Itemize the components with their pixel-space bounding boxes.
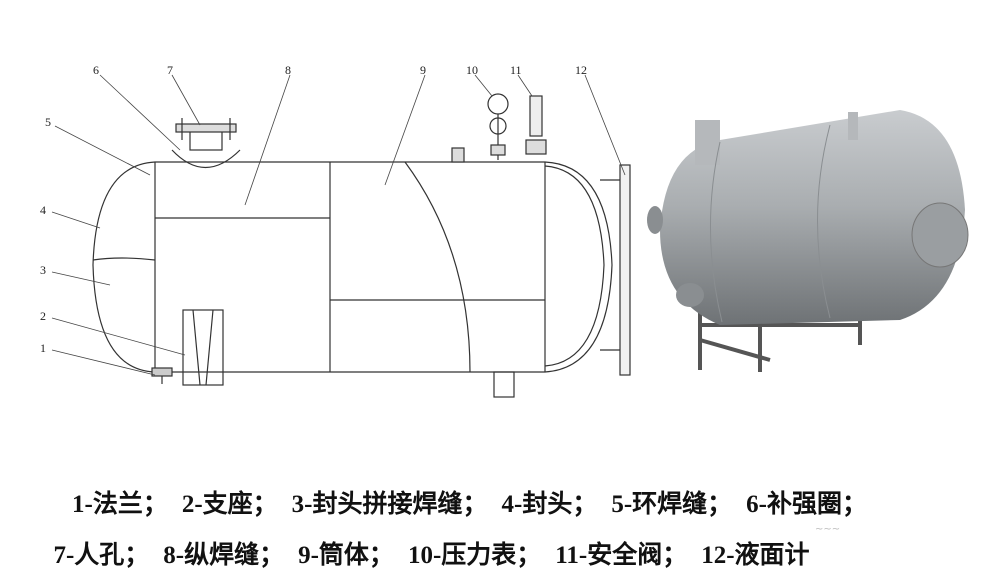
manhole-flange <box>175 123 237 133</box>
watermark: ~~~ <box>815 524 841 535</box>
pressure-gauge-icon <box>487 93 509 115</box>
legend-item: 7-人孔； <box>53 542 150 569</box>
legend-row-2: 7-人孔； 8-纵焊缝； 9-筒体； 10-压力表； 11-安全阀； 12-液面计 <box>0 535 935 571</box>
callout-3: 3 <box>40 263 46 277</box>
callout-labels: 1 2 3 4 5 6 7 8 9 10 11 12 <box>40 63 587 355</box>
vessel-outline <box>92 161 613 373</box>
callout-leaders <box>51 74 626 376</box>
callout-4: 4 <box>40 203 46 217</box>
callout-5: 5 <box>45 115 51 129</box>
callout-7: 7 <box>167 63 173 77</box>
vessel-photo <box>647 110 969 372</box>
safety-valve-icon <box>529 95 543 137</box>
legend-item: 4-封头； <box>501 491 598 518</box>
callout-9: 9 <box>420 63 426 77</box>
bottom-nozzle <box>493 371 515 398</box>
vessel-line-drawing <box>92 93 631 398</box>
legend-item: 3-封头拼接焊缝； <box>291 491 488 518</box>
callout-11: 11 <box>510 63 522 77</box>
callout-10: 10 <box>466 63 478 77</box>
callout-12: 12 <box>575 63 587 77</box>
shell-curve <box>404 161 471 373</box>
reinforcing-ring <box>171 149 241 169</box>
legend-item: 9-筒体； <box>298 542 394 569</box>
inner-right-head <box>544 165 605 367</box>
legend-item: 6-补强圈； <box>746 491 867 518</box>
callout-8: 8 <box>285 63 291 77</box>
top-nozzle <box>451 147 465 163</box>
legend-row-1: 1-法兰； 2-支座； 3-封头拼接焊缝； 4-封头； 5-环焊缝； 6-补强圈； <box>0 484 973 520</box>
level-gauge <box>619 164 631 376</box>
saddle-support <box>182 309 224 386</box>
head-splice-weld <box>92 257 156 261</box>
legend-item: 11-安全阀； <box>555 542 688 569</box>
legend-item: 2-支座； <box>181 491 278 518</box>
callout-1: 1 <box>40 341 46 355</box>
pressure-vessel-diagram: 1 2 3 4 5 6 7 8 9 10 11 12 <box>40 63 969 398</box>
legend-item: 8-纵焊缝； <box>163 542 285 569</box>
legend-item: 10-压力表； <box>407 542 542 569</box>
callout-2: 2 <box>40 309 46 323</box>
legend-item: 5-环焊缝； <box>611 491 733 518</box>
legend-item: 12-液面计 <box>701 542 810 569</box>
legend-item: 1-法兰； <box>72 491 168 518</box>
callout-6: 6 <box>93 63 99 77</box>
